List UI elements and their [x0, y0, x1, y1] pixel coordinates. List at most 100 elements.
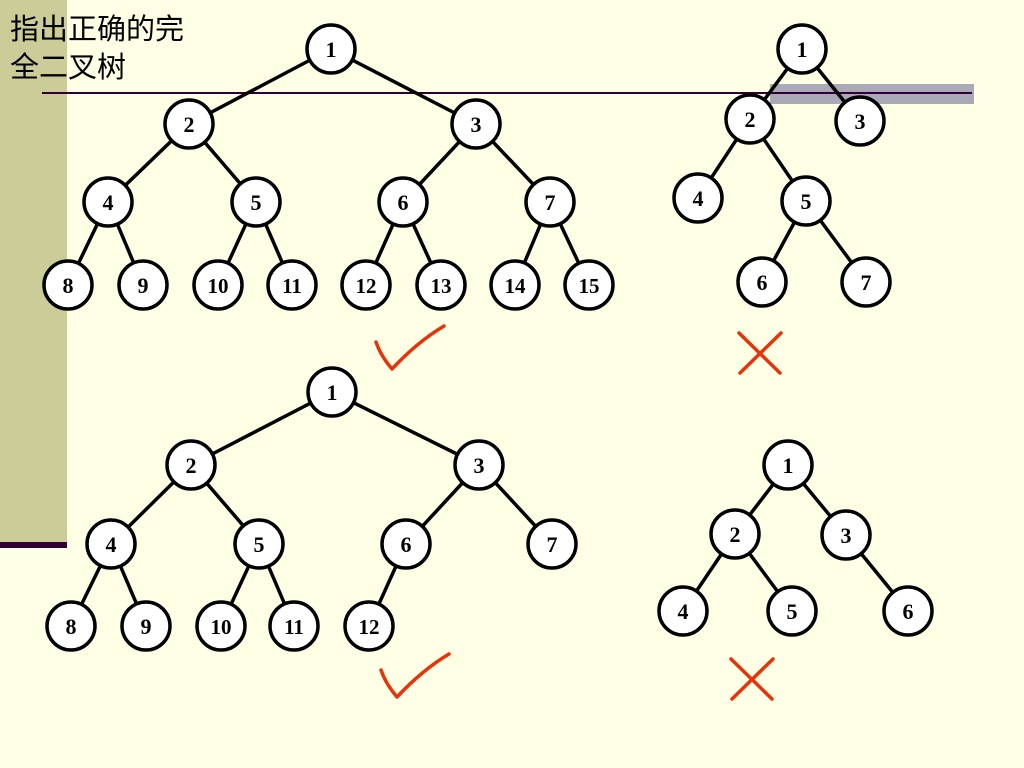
node-circle [233, 518, 285, 570]
node-label: 12 [356, 274, 377, 298]
node-label: 11 [282, 274, 302, 298]
node-label: 7 [547, 532, 558, 557]
node-circle [709, 508, 761, 560]
node-label: 5 [787, 599, 798, 624]
tree-edge [330, 390, 481, 467]
node-label: 4 [678, 599, 689, 624]
node-label: 11 [284, 615, 304, 639]
cross-icon [737, 331, 783, 375]
node-circle [672, 172, 724, 224]
node-circle [780, 175, 832, 227]
tree-node: 9 [117, 259, 169, 311]
node-circle [840, 256, 892, 308]
node-label: 3 [841, 523, 852, 548]
node-label: 1 [327, 380, 338, 405]
tree-node: 3 [450, 98, 502, 150]
node-circle [163, 98, 215, 150]
tree-node: 6 [380, 518, 432, 570]
node-label: 9 [138, 273, 149, 298]
node-circle [489, 259, 541, 311]
tree-node: 10 [195, 600, 247, 652]
node-label: 5 [254, 532, 265, 557]
node-circle [834, 95, 886, 147]
node-label: 3 [855, 109, 866, 134]
tree-node: 7 [526, 518, 578, 570]
node-label: 9 [141, 614, 152, 639]
node-circle [192, 259, 244, 311]
tree-node: 2 [165, 439, 217, 491]
node-circle [762, 439, 814, 491]
node-circle [85, 518, 137, 570]
node-label: 4 [103, 190, 114, 215]
tree-node: 15 [563, 259, 615, 311]
node-label: 12 [359, 615, 380, 639]
node-circle [766, 585, 818, 637]
node-circle [268, 600, 320, 652]
sidebar-rule [0, 542, 67, 548]
tree-node: 11 [266, 259, 318, 311]
node-circle [882, 585, 934, 637]
node-label: 6 [757, 270, 768, 295]
tree-node: 1 [306, 366, 358, 418]
tree-node: 6 [882, 585, 934, 637]
node-circle [230, 176, 282, 228]
check-icon [379, 652, 451, 699]
node-label: 8 [63, 273, 74, 298]
node-circle [343, 600, 395, 652]
tree-node: 4 [85, 518, 137, 570]
node-label: 3 [471, 112, 482, 137]
tree-node: 3 [820, 509, 872, 561]
node-circle [453, 439, 505, 491]
tree-edge [189, 390, 334, 467]
tree-node: 5 [766, 585, 818, 637]
node-circle [117, 259, 169, 311]
tree-node: 3 [834, 95, 886, 147]
tree-node: 7 [840, 256, 892, 308]
tree-node: 2 [163, 98, 215, 150]
node-circle [165, 439, 217, 491]
node-circle [736, 256, 788, 308]
tree-node: 11 [268, 600, 320, 652]
node-label: 4 [106, 532, 117, 557]
tree-node: 5 [780, 175, 832, 227]
tree-node: 4 [82, 176, 134, 228]
tree-d: 1 2 3 4 5 6 [657, 439, 934, 701]
node-label: 3 [474, 453, 485, 478]
tree-node: 1 [762, 439, 814, 491]
node-label: 2 [186, 453, 197, 478]
tree-node: 2 [724, 93, 776, 145]
node-circle [340, 259, 392, 311]
node-circle [563, 259, 615, 311]
tree-node: 14 [489, 259, 541, 311]
node-circle [377, 176, 429, 228]
node-label: 2 [730, 522, 741, 547]
tree-node: 3 [453, 439, 505, 491]
tree-node: 8 [45, 600, 97, 652]
tree-node: 9 [120, 600, 172, 652]
tree-node: 1 [305, 23, 357, 75]
node-label: 13 [431, 274, 452, 298]
tree-node: 10 [192, 259, 244, 311]
node-label: 14 [505, 274, 527, 298]
top-rule-accent [770, 84, 974, 104]
node-circle [45, 600, 97, 652]
node-label: 1 [326, 37, 337, 62]
node-circle [266, 259, 318, 311]
tree-node: 1 [776, 23, 828, 75]
node-circle [776, 23, 828, 75]
node-label: 10 [208, 274, 229, 298]
node-label: 7 [545, 190, 556, 215]
node-label: 1 [783, 453, 794, 478]
tree-node: 13 [415, 259, 467, 311]
node-label: 7 [861, 270, 872, 295]
node-circle [524, 176, 576, 228]
node-label: 2 [184, 112, 195, 137]
node-label: 1 [797, 37, 808, 62]
node-circle [42, 259, 94, 311]
tree-node: 6 [736, 256, 788, 308]
top-rule [42, 92, 972, 94]
node-label: 8 [66, 614, 77, 639]
node-label: 10 [211, 615, 232, 639]
